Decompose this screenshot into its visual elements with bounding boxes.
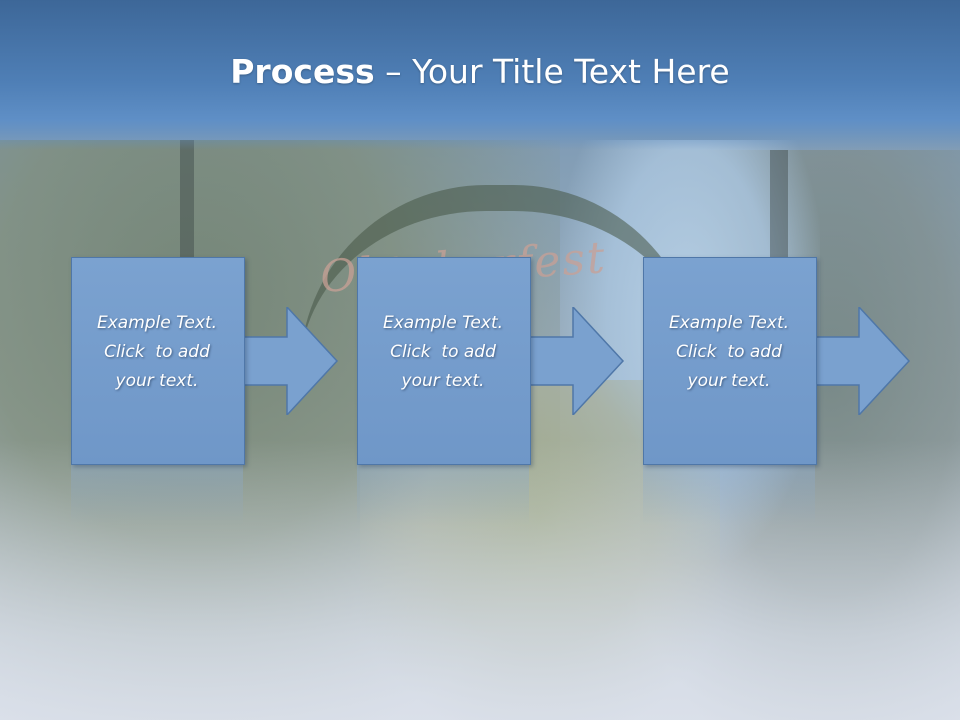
step-reflection — [357, 465, 529, 525]
step-text-line: Click to add — [390, 342, 496, 362]
tree-trunk — [770, 150, 788, 260]
title-bar — [0, 0, 960, 150]
step-reflection — [71, 465, 243, 525]
process-step-1[interactable]: Example Text. Click to add your text. — [71, 257, 339, 525]
process-step-3[interactable]: Example Text. Click to add your text. — [643, 257, 911, 525]
title-rest: Your Title Text Here — [412, 52, 730, 91]
slide-title[interactable]: Process – Your Title Text Here — [0, 52, 960, 91]
step-text[interactable]: Example Text. Click to add your text. — [77, 309, 237, 396]
step-text[interactable]: Example Text. Click to add your text. — [649, 309, 809, 396]
step-text[interactable]: Example Text. Click to add your text. — [363, 309, 523, 396]
step-box[interactable] — [357, 257, 531, 465]
step-text-line: your text. — [115, 371, 199, 391]
step-text-line: Example Text. — [668, 313, 790, 333]
arrow-right-icon — [239, 307, 339, 415]
step-box[interactable] — [71, 257, 245, 465]
tree-trunk — [180, 140, 194, 280]
step-reflection — [643, 465, 815, 525]
step-text-line: Click to add — [104, 342, 210, 362]
title-dash: – — [374, 52, 413, 91]
arrow-right-icon — [525, 307, 625, 415]
step-box[interactable] — [643, 257, 817, 465]
step-text-line: Example Text. — [382, 313, 504, 333]
background-fade — [0, 440, 960, 720]
step-text-line: Click to add — [676, 342, 782, 362]
step-text-line: your text. — [687, 371, 771, 391]
process-step-2[interactable]: Example Text. Click to add your text. — [357, 257, 625, 525]
step-text-line: your text. — [401, 371, 485, 391]
arrow-right-icon — [811, 307, 911, 415]
step-text-line: Example Text. — [96, 313, 218, 333]
title-bold: Process — [230, 52, 375, 91]
